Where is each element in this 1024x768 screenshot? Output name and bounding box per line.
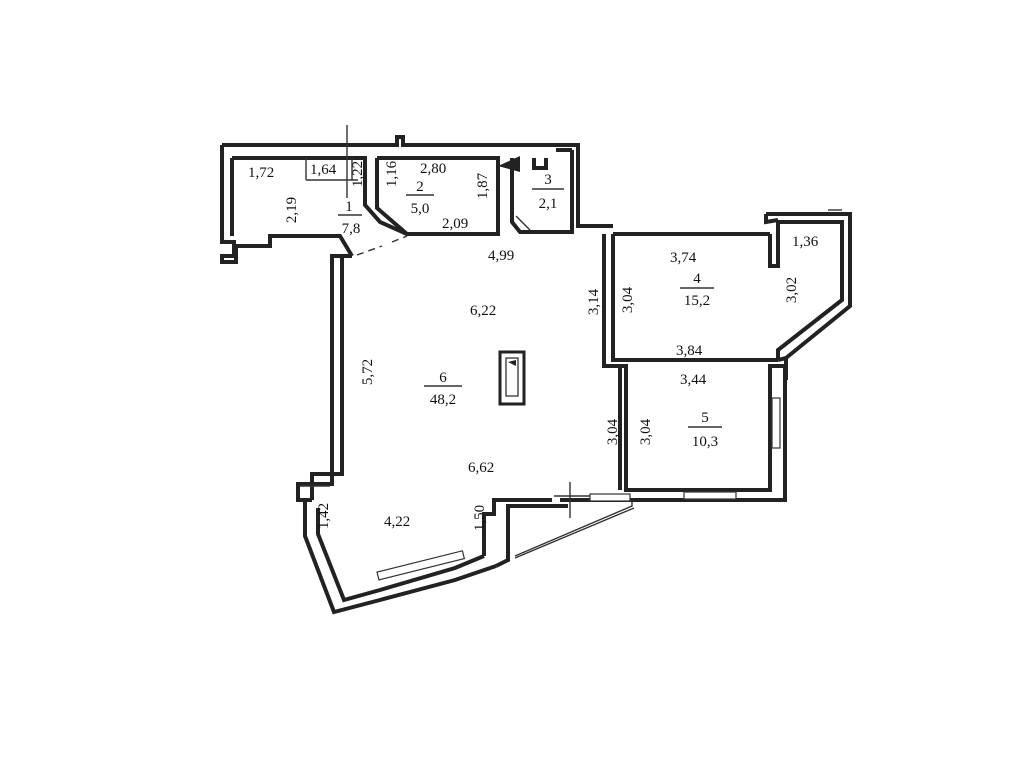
svg-text:4: 4 [693,271,701,287]
dim-1-64: 1,64 [310,162,337,178]
dim-1-42: 1,42 [316,503,332,529]
dim-6-22: 6,22 [470,303,496,319]
svg-text:2,1: 2,1 [539,196,558,212]
dim-4-99: 4,99 [488,248,514,264]
dim-1-72: 1,72 [248,165,274,181]
room-3-label: 3 2,1 [532,172,564,212]
dim-6-62: 6,62 [468,460,494,476]
svg-text:48,2: 48,2 [430,392,456,408]
dim-3-44: 3,44 [680,372,707,388]
dim-3-04-c: 3,04 [638,418,654,445]
dim-1-87: 1,87 [475,172,491,199]
dim-4-22: 4,22 [384,514,410,530]
room-labels: 1 7,8 2 5,0 3 2,1 4 15,2 5 10,3 6 48,2 [338,172,722,450]
dimension-labels: 1,72 1,64 2,80 2,09 4,99 3,74 1,36 6,22 … [248,160,819,531]
dim-3-14: 3,14 [586,288,602,315]
svg-text:1: 1 [345,199,353,215]
svg-text:2: 2 [416,179,424,195]
room-2-label: 2 5,0 [406,179,434,217]
svg-text:7,8: 7,8 [342,221,361,237]
dim-1-50: 1,50 [472,505,488,531]
walls [220,135,852,615]
dim-1-36: 1,36 [792,234,819,250]
svg-text:5: 5 [701,410,709,426]
column-fixture [498,350,526,406]
svg-text:10,3: 10,3 [692,434,718,450]
dim-3-04-b: 3,04 [605,418,621,445]
svg-text:6: 6 [439,370,447,386]
dim-3-04-a: 3,04 [620,286,636,313]
dim-3-74: 3,74 [670,250,697,266]
dim-2-09: 2,09 [442,216,468,232]
room-6-label: 6 48,2 [424,370,462,408]
svg-text:15,2: 15,2 [684,293,710,309]
dim-2-80: 2,80 [420,161,446,177]
dim-2-19: 2,19 [284,197,300,223]
svg-text:5,0: 5,0 [411,201,430,217]
svg-text:3: 3 [544,172,552,188]
room-5-label: 5 10,3 [688,410,722,450]
dim-5-72: 5,72 [360,359,376,385]
dim-1-16: 1,16 [384,160,400,187]
dim-3-84: 3,84 [676,343,703,359]
room-4-label: 4 15,2 [680,271,714,309]
doors [305,125,590,518]
windows [376,397,781,581]
dim-3-02: 3,02 [784,277,800,303]
dim-1-22: 1,22 [350,161,366,187]
room-1-label: 1 7,8 [338,199,362,237]
